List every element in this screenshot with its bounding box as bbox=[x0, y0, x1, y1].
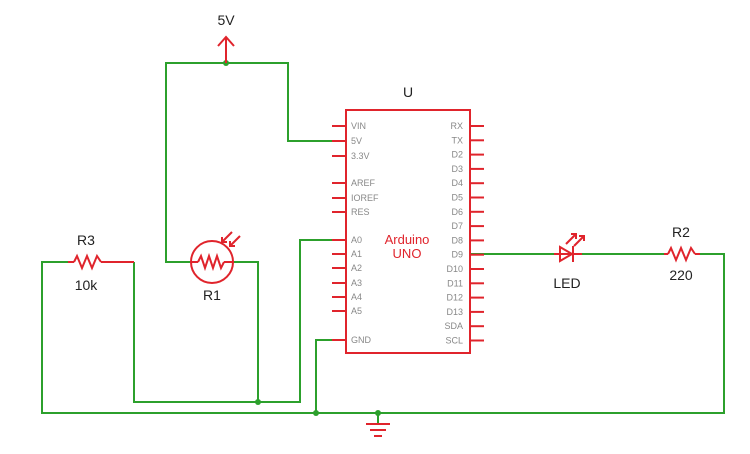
arduino-name-line2: UNO bbox=[393, 246, 422, 261]
pin-label-a0: A0 bbox=[351, 235, 362, 245]
r2-designator: R2 bbox=[672, 224, 690, 240]
wire-ldr-to-a0 bbox=[234, 261, 259, 402]
photoresistor-r1: R1 bbox=[190, 231, 241, 303]
light-arrow-1 bbox=[221, 231, 233, 243]
r1-designator: R1 bbox=[203, 287, 221, 303]
light-arrow-2 bbox=[229, 235, 241, 247]
pin-label-aref: AREF bbox=[351, 178, 376, 188]
pin-label-5v: 5V bbox=[351, 136, 362, 146]
pin-label-a5: A5 bbox=[351, 306, 362, 316]
pin-label-d6: D6 bbox=[451, 207, 463, 217]
pin-label-gnd: GND bbox=[351, 335, 372, 345]
pin-label-a1: A1 bbox=[351, 249, 362, 259]
pin-label-res: RES bbox=[351, 207, 370, 217]
supply-label: 5V bbox=[217, 12, 235, 28]
led: LED bbox=[553, 233, 585, 291]
arduino-name-line1: Arduino bbox=[385, 232, 430, 247]
arduino-designator: U bbox=[403, 84, 413, 100]
r2-value: 220 bbox=[669, 267, 693, 283]
wire-gnd-pin bbox=[315, 339, 332, 413]
arduino-uno: U Arduino UNO VIN 5V 3.3V AREF IOREF RES A0A1A… bbox=[332, 84, 484, 354]
resistor-r2: R2 220 bbox=[664, 224, 700, 283]
wire-5v-rail bbox=[226, 62, 332, 142]
supply-5v-symbol: 5V bbox=[217, 12, 235, 63]
r3-value: 10k bbox=[75, 277, 99, 293]
junction-gnd-pin bbox=[313, 410, 319, 416]
wire-ldr-top bbox=[165, 62, 226, 263]
arduino-body bbox=[345, 109, 471, 354]
junction-ground bbox=[375, 410, 381, 416]
ground-symbol bbox=[366, 423, 390, 437]
pin-label-ioref: IOREF bbox=[351, 193, 379, 203]
led-arrow-1 bbox=[565, 233, 577, 245]
pin-label-d4: D4 bbox=[451, 178, 463, 188]
pin-label-d7: D7 bbox=[451, 221, 463, 231]
pin-label-d8: D8 bbox=[451, 235, 463, 245]
pin-label-a4: A4 bbox=[351, 292, 362, 302]
resistor-r3: R3 10k bbox=[68, 232, 134, 293]
pin-label-d10: D10 bbox=[446, 264, 463, 274]
pin-label-d13: D13 bbox=[446, 307, 463, 317]
pin-label-vin: VIN bbox=[351, 121, 366, 131]
junction-a0 bbox=[255, 399, 261, 405]
r3-designator: R3 bbox=[77, 232, 95, 248]
pin-label-d11: D11 bbox=[447, 278, 463, 288]
pin-label-d9: D9 bbox=[451, 250, 463, 260]
pin-label-33v: 3.3V bbox=[351, 151, 370, 161]
wire-r3-to-ground bbox=[41, 253, 725, 414]
led-arrow-2 bbox=[573, 235, 585, 247]
led-label: LED bbox=[553, 275, 580, 291]
wire-divider-bottom bbox=[133, 239, 332, 403]
wires bbox=[41, 60, 725, 424]
pin-label-d5: D5 bbox=[451, 193, 463, 203]
pin-label-tx: TX bbox=[451, 135, 463, 145]
pin-label-d12: D12 bbox=[446, 293, 463, 303]
pin-label-d2: D2 bbox=[451, 150, 463, 160]
pin-label-scl: SCL bbox=[445, 336, 463, 346]
pin-label-d3: D3 bbox=[451, 164, 463, 174]
pin-label-a3: A3 bbox=[351, 278, 362, 288]
pin-label-sda: SDA bbox=[444, 321, 463, 331]
pin-label-rx: RX bbox=[450, 121, 463, 131]
pin-label-a2: A2 bbox=[351, 263, 362, 273]
